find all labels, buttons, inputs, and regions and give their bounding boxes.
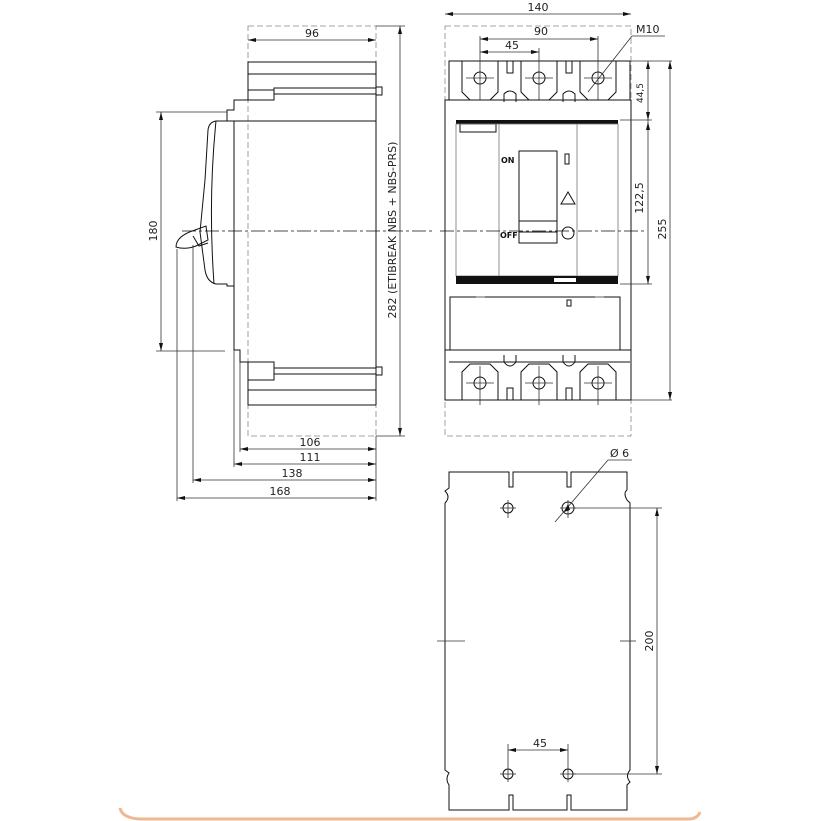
warning-triangle-icon	[560, 191, 576, 205]
on-indicator-icon	[564, 153, 570, 165]
dim-44-5: 44,5	[636, 83, 646, 103]
dim-255: 255	[656, 219, 669, 240]
off-indicator-icon	[561, 226, 575, 240]
mounting-plate: Ø 6 200 45	[437, 447, 662, 811]
dim-140: 140	[528, 1, 549, 14]
dim-168: 168	[270, 485, 291, 498]
off-label: OFF	[500, 231, 518, 240]
dim-45-bottom: 45	[533, 737, 547, 750]
dim-200: 200	[643, 631, 656, 652]
dim-hole-diameter: Ø 6	[610, 447, 629, 460]
dim-96: 96	[305, 27, 319, 40]
on-label: ON	[501, 156, 515, 165]
accent-frame-curve	[118, 807, 702, 821]
bottom-terminals	[461, 355, 617, 405]
dim-122-5: 122,5	[633, 182, 646, 214]
front-view: ON OFF	[440, 1, 672, 437]
dim-180: 180	[147, 221, 160, 242]
top-terminals	[461, 60, 617, 102]
dim-138: 138	[282, 467, 303, 480]
dim-106: 106	[300, 436, 321, 449]
dim-111: 111	[300, 451, 321, 464]
dim-45-top: 45	[505, 39, 519, 52]
dim-m10: M10	[636, 23, 660, 36]
dim-282: 282 (ETIBREAK NBS + NBS-PRS)	[386, 142, 399, 319]
side-view: 96 282 (ETIBREAK NBS + NBS-PRS) 180 106 …	[147, 25, 432, 501]
dim-90: 90	[534, 25, 548, 38]
